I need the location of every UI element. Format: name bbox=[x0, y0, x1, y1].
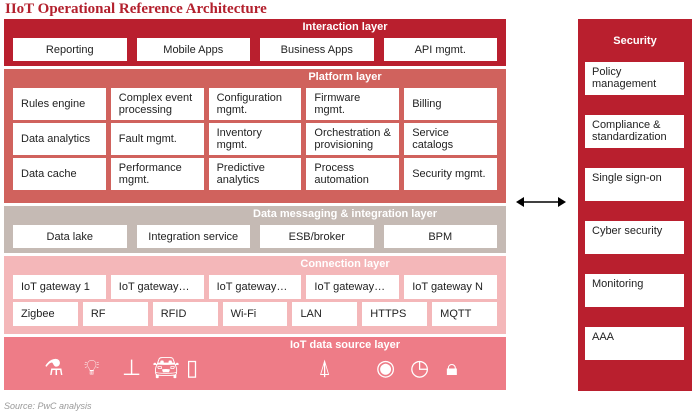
layer-title: Data messaging & integration layer bbox=[253, 208, 437, 220]
security-item: Single sign-on bbox=[585, 168, 684, 201]
component-box: LAN bbox=[292, 302, 358, 326]
component-box: Zigbee bbox=[13, 302, 78, 326]
component-box: Firmware mgmt. bbox=[306, 88, 400, 120]
component-box: Data lake bbox=[13, 225, 127, 248]
security-item: Compliance & standardization bbox=[585, 115, 684, 148]
component-box: Process automation bbox=[306, 158, 400, 190]
component-box: Complex event processing bbox=[110, 88, 204, 120]
component-box: Billing bbox=[404, 88, 497, 120]
component-box: Performance mgmt. bbox=[110, 158, 204, 190]
security-item: Monitoring bbox=[585, 274, 684, 307]
component-box: Data analytics bbox=[13, 123, 106, 155]
clock-icon: ◷ bbox=[410, 355, 430, 380]
bidirectional-arrow-icon bbox=[516, 197, 566, 207]
component-box: Orchestration & provisioning bbox=[306, 123, 400, 155]
component-box: RF bbox=[82, 302, 148, 326]
component-box: IoT gateway… bbox=[110, 275, 204, 299]
diagram-title: IIoT Operational Reference Architecture bbox=[5, 1, 267, 17]
component-box: BPM bbox=[383, 225, 497, 248]
component-box: MQTT bbox=[432, 302, 498, 326]
layer-title: Interaction layer bbox=[302, 21, 388, 33]
component-box: Business Apps bbox=[260, 38, 374, 61]
source-icons: ⚗ 💡︎ ⊥ 🚘︎ ▯ ⍋ ◉ ◷ 🔒︎ bbox=[4, 353, 506, 383]
component-box: Data cache bbox=[13, 158, 106, 190]
component-box: HTTPS bbox=[362, 302, 428, 326]
component-box: Predictive analytics bbox=[208, 158, 302, 190]
component-box: Fault mgmt. bbox=[110, 123, 204, 155]
data-source-layer: IoT data source layer ⚗ 💡︎ ⊥ 🚘︎ ▯ ⍋ ◉ ◷ … bbox=[4, 337, 506, 390]
security-item: Policy management bbox=[585, 62, 684, 95]
lightbulb-icon: 💡︎ bbox=[84, 355, 100, 380]
component-box: Configuration mgmt. bbox=[208, 88, 302, 120]
lock-search-icon: 🔒︎ bbox=[446, 355, 458, 380]
component-box: Rules engine bbox=[13, 88, 106, 120]
component-box: Security mgmt. bbox=[404, 158, 497, 190]
component-box: API mgmt. bbox=[383, 38, 497, 61]
component-box: Inventory mgmt. bbox=[208, 123, 302, 155]
component-box: Wi-Fi bbox=[222, 302, 288, 326]
component-box: Service catalogs bbox=[404, 123, 497, 155]
sensor-probe-icon: ⊥ bbox=[122, 355, 142, 380]
button-icon: ◉ bbox=[376, 355, 396, 380]
component-box: IoT gateway… bbox=[306, 275, 400, 299]
layer-title: Platform layer bbox=[308, 71, 382, 83]
interaction-layer: Interaction layer Reporting Mobile Apps Bu… bbox=[4, 19, 506, 66]
component-box: Mobile Apps bbox=[136, 38, 250, 61]
layer-title: Connection layer bbox=[300, 258, 390, 270]
smartphone-icon: ▯ bbox=[186, 355, 199, 380]
security-item: AAA bbox=[585, 327, 684, 360]
antenna-tower-icon: ⍋ bbox=[318, 355, 332, 380]
component-box: ESB/broker bbox=[260, 225, 374, 248]
security-item: Cyber security bbox=[585, 221, 684, 254]
flask-icon: ⚗ bbox=[44, 355, 64, 380]
data-messaging-layer: Data messaging & integration layer Data … bbox=[4, 206, 506, 253]
layer-title: IoT data source layer bbox=[289, 339, 401, 351]
component-box: Reporting bbox=[13, 38, 127, 61]
component-box: Integration service bbox=[136, 225, 250, 248]
source-note: Source: PwC analysis bbox=[4, 401, 92, 411]
component-box: IoT gateway N bbox=[404, 275, 497, 299]
component-box: IoT gateway 1 bbox=[13, 275, 106, 299]
security-title: Security bbox=[613, 35, 657, 47]
car-icon: 🚘︎ bbox=[152, 355, 180, 380]
component-box: IoT gateway… bbox=[208, 275, 302, 299]
component-box: RFID bbox=[152, 302, 218, 326]
